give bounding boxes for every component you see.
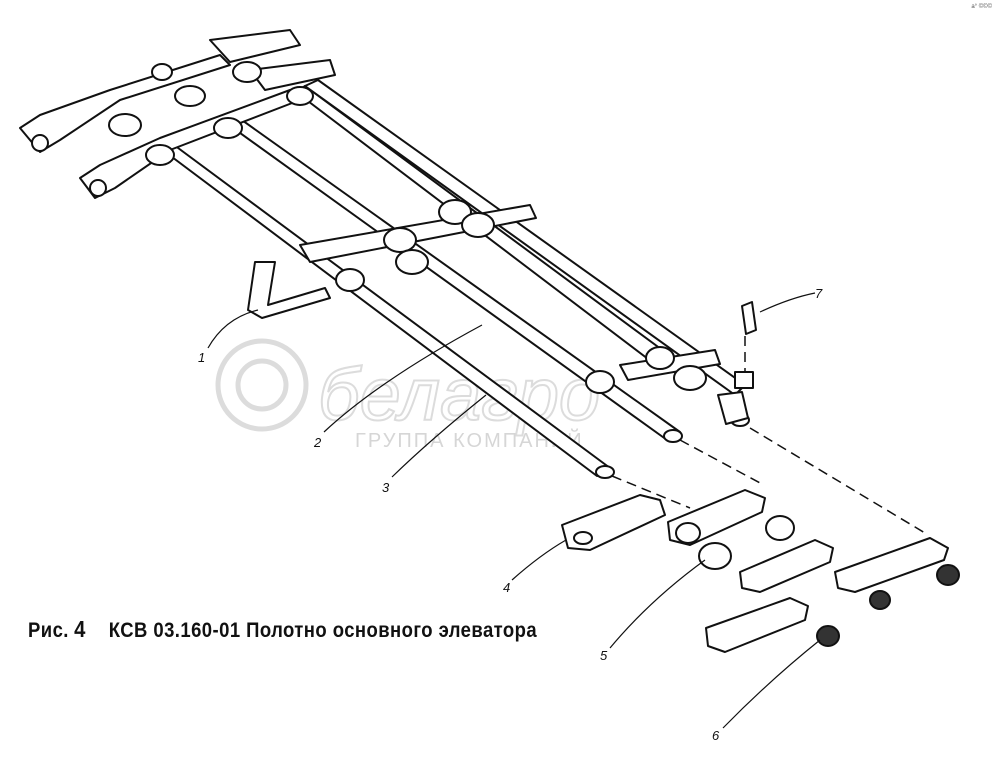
corner-mark: a° ©©© [971,4,992,10]
leader-lines [207,292,821,729]
callout-6: 6 [712,728,720,743]
bushing [335,268,365,292]
watermark-logo [215,338,309,432]
caption-prefix: Рис. [28,619,69,642]
figure-caption: Рис.4 КСВ 03.160-01 Полотно основного эле… [28,616,537,643]
rod-end [595,465,615,479]
bushing [585,370,615,394]
caption-text: КСВ 03.160-01 Полотно основного элеватор… [108,619,538,642]
top-bracket-1 [209,29,301,63]
bushing [438,199,472,225]
roller-5 [765,515,795,541]
end-link-hole-upper [31,134,49,152]
bushing [151,63,173,81]
callout-3: 3 [382,480,390,495]
nut-6 [869,590,891,610]
bushing [145,144,175,166]
shaft-end [717,391,749,425]
bushing [645,346,675,370]
assembly-axes [611,336,926,534]
callout-1: 1 [198,350,205,365]
bushing [286,86,314,106]
pin-part-7 [741,301,757,335]
nut-6 [936,564,960,586]
callout-2: 2 [313,435,322,450]
top-bracket-2 [249,59,336,91]
roller-5 [675,522,701,544]
shaft-key [734,371,754,389]
bushing [232,61,262,83]
roller-5 [698,542,732,570]
nut-6 [816,625,840,647]
callout-4: 4 [503,580,510,595]
bushing [673,365,707,391]
chain-link-4-d [834,537,949,593]
callout-7: 7 [815,286,823,301]
chain-link-4-e [705,597,809,653]
bushing [108,113,142,137]
link-hole [573,531,593,545]
chain-link-4-c [739,539,834,593]
caption-number: 4 [74,616,86,642]
bushing [383,227,417,253]
callout-5: 5 [600,648,608,663]
bushing [213,117,243,139]
rod-end [663,429,683,443]
elevator-assembly [19,29,960,653]
bushing [174,85,206,107]
end-link-hole-lower [89,179,107,197]
bushing [395,249,429,275]
hook-bracket [247,261,331,319]
bushing [461,212,495,238]
